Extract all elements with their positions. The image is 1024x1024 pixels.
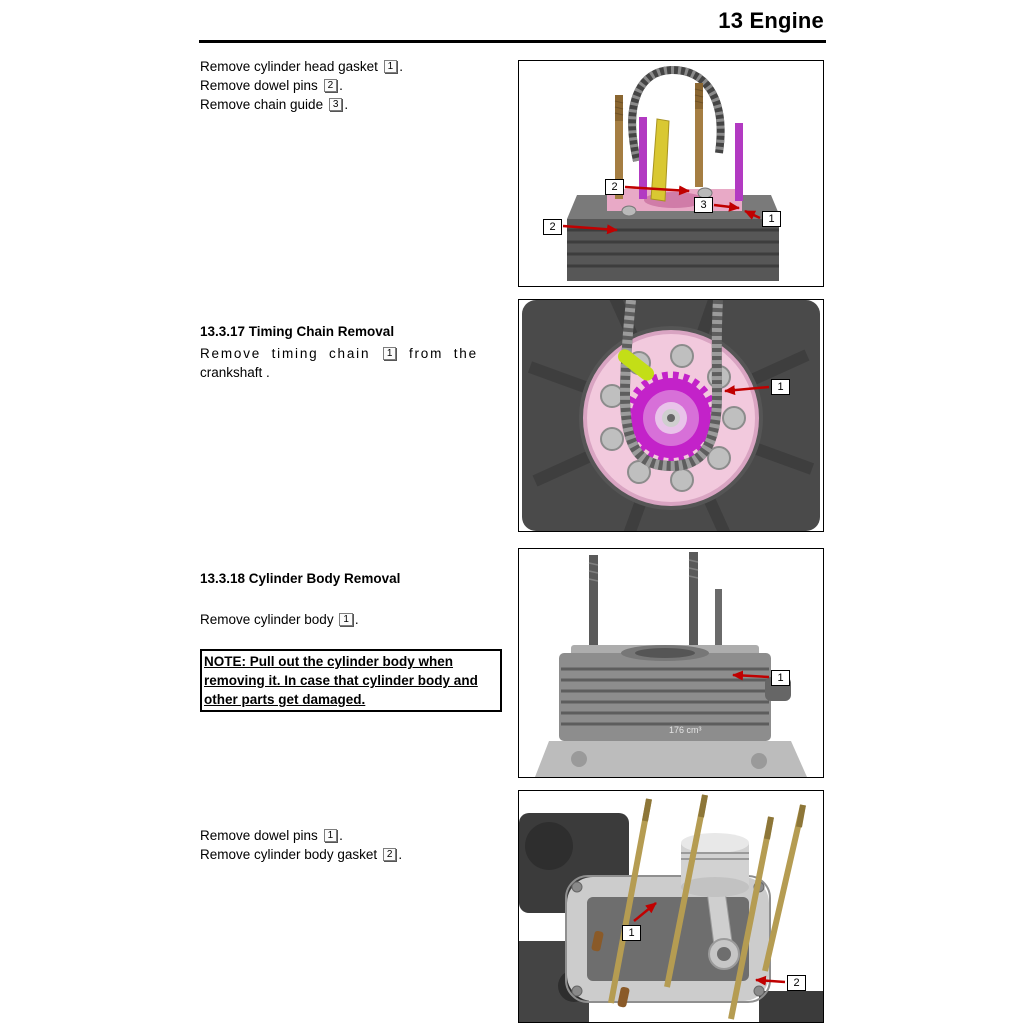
- callout-ref: 2: [382, 848, 397, 861]
- instruction-line: Remove dowel pins 2.: [200, 78, 343, 93]
- instruction-line: Remove chain guide 3.: [200, 97, 349, 112]
- callout-arrow: [732, 670, 770, 681]
- timing-chain-instruction: Remove timing chain 1 from the crankshaf…: [200, 344, 510, 382]
- header-rule: [199, 40, 826, 43]
- section-heading-timing-chain: 13.3.17 Timing Chain Removal: [200, 324, 395, 339]
- note-box: NOTE: Pull out the cylinder body when re…: [200, 649, 502, 712]
- cylinder-head-illustration: [562, 65, 781, 281]
- cylinder-studs: [588, 552, 722, 659]
- cylinder-studs-gold: [608, 794, 806, 1020]
- section-heading-cylinder-body: 13.3.18 Cylinder Body Removal: [200, 571, 401, 586]
- figure-timing-chain: 1: [518, 299, 824, 532]
- head-studs: [614, 83, 704, 199]
- crankcase-base: [535, 741, 807, 777]
- cylinder-body-instruction: Remove cylinder body 1.: [200, 612, 359, 627]
- dowel-pins-gray: [621, 187, 713, 217]
- section-body-gasket-steps: Remove dowel pins 1. Remove cylinder bod…: [200, 826, 510, 864]
- instruction-line: Remove timing chain 1 from the: [200, 346, 478, 361]
- callout-arrow: [724, 385, 770, 396]
- callout-arrows: [562, 185, 761, 235]
- timing-chain-loop: [628, 65, 725, 162]
- callout-ref: 3: [328, 98, 343, 111]
- figure-cylinder-head-gasket: 2 3 2 1: [518, 60, 824, 287]
- dowel-pins: [591, 930, 630, 1008]
- cylinder-body-block: [559, 645, 791, 741]
- timing-chain-illustration: [522, 300, 820, 531]
- timing-chain: [619, 300, 723, 472]
- instruction-line: Remove cylinder head gasket 1.: [200, 59, 403, 74]
- instruction-line: Remove cylinder body gasket 2.: [200, 847, 403, 862]
- figure-callout: 2: [543, 219, 562, 235]
- figure-callout: 1: [622, 925, 641, 941]
- figure-callout: 1: [762, 211, 781, 227]
- body-gasket-illustration: [519, 794, 823, 1022]
- callout-ref: 1: [323, 829, 338, 842]
- callout-ref: 1: [383, 60, 398, 73]
- chain-guide: [650, 118, 670, 202]
- figure-callout: 1: [771, 379, 790, 395]
- figure-body-gasket: 1 2: [518, 790, 824, 1023]
- stud-threads: [642, 794, 806, 840]
- page-title: 13 Engine: [718, 8, 824, 33]
- note-text: NOTE: Pull out the cylinder body when re…: [204, 654, 478, 707]
- chain-tensioner-pad: [617, 349, 655, 381]
- cylinder-body-illustration: 176 cm³: [535, 552, 807, 777]
- callout-ref: 1: [382, 347, 397, 360]
- figure-cylinder-body: 176 cm³ 1: [518, 548, 824, 778]
- figure-callout: 2: [787, 975, 806, 991]
- figure-callout: 3: [694, 197, 713, 213]
- dowel-pins-purple: [639, 117, 743, 201]
- engine-capacity-label: 176 cm³: [669, 725, 702, 735]
- figure-callout: 2: [605, 179, 624, 195]
- instruction-line: crankshaft .: [200, 365, 270, 380]
- section-head-gasket-steps: Remove cylinder head gasket 1. Remove do…: [200, 57, 510, 114]
- callout-arrows: [633, 902, 786, 986]
- callout-ref: 1: [339, 613, 353, 626]
- callout-ref: 2: [323, 79, 338, 92]
- figure-callout: 1: [771, 670, 790, 686]
- instruction-line: Remove dowel pins 1.: [200, 828, 343, 843]
